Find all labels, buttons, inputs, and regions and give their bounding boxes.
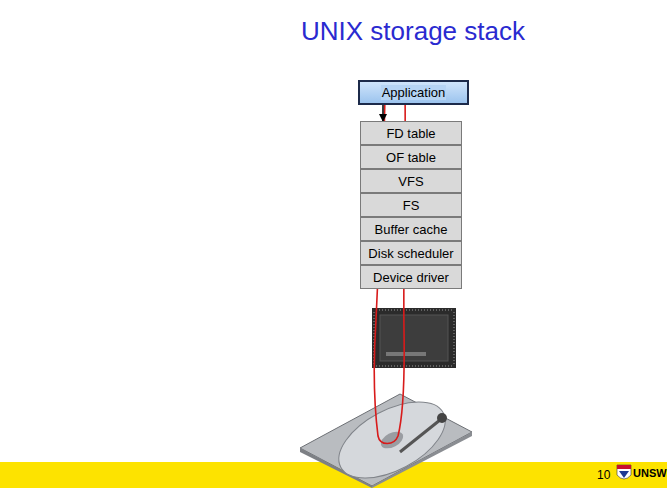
- box-label: VFS: [397, 174, 424, 189]
- box-label: Application: [381, 85, 447, 100]
- chip-picture: [372, 308, 456, 368]
- box-label: Buffer cache: [374, 222, 449, 237]
- layer-box: Buffer cache: [360, 217, 462, 241]
- box-label: FS: [402, 198, 421, 213]
- slide-title: UNIX storage stack: [183, 16, 643, 47]
- disk-picture: [300, 386, 472, 488]
- application-box: Application: [358, 80, 469, 105]
- box-label: Disk scheduler: [367, 246, 454, 261]
- unsw-crest: [617, 465, 631, 479]
- layer-box: OF table: [360, 145, 462, 169]
- layer-box: Device driver: [360, 265, 462, 289]
- layer-box: FD table: [360, 121, 462, 145]
- layer-box: Disk scheduler: [360, 241, 462, 265]
- box-label: Device driver: [372, 270, 450, 285]
- logo-text: UNSW: [633, 467, 667, 479]
- flow-arrow: [382, 105, 384, 121]
- box-label: OF table: [385, 150, 437, 165]
- page-number: 10: [597, 468, 610, 482]
- box-label: FD table: [385, 126, 436, 141]
- layer-box: VFS: [360, 169, 462, 193]
- layer-box: FS: [360, 193, 462, 217]
